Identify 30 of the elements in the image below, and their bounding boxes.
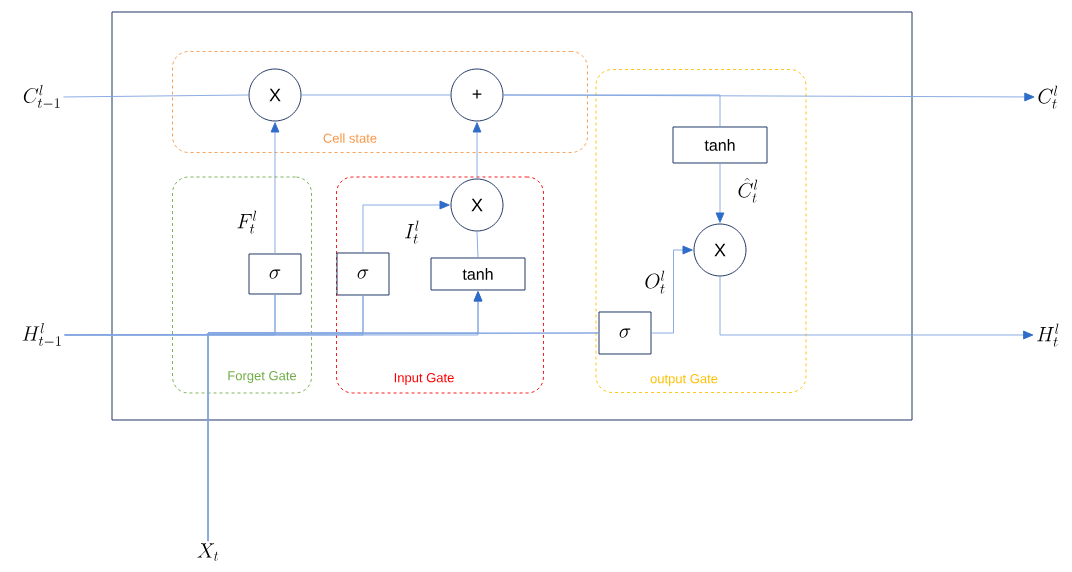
- add-node: +: [450, 68, 504, 122]
- sigmoid-box: $\sigma$: [598, 311, 652, 355]
- input-label: $H_{t-1}^{l}$: [22, 323, 61, 346]
- tanh-box: tanh: [430, 257, 526, 291]
- connector: [719, 276, 1034, 340]
- connector: [207, 332, 599, 542]
- connector: [301, 94, 451, 96]
- multiply-node: X: [450, 178, 504, 232]
- connector: [715, 163, 725, 223]
- connector: [270, 122, 280, 254]
- multiply-node: X: [248, 68, 302, 122]
- connector: [362, 200, 450, 253]
- edge-label: $F_{t}^{l}$: [235, 209, 259, 235]
- connector: [651, 245, 693, 334]
- output-label: $C_{t}^{l}$: [1038, 85, 1058, 109]
- edge-label: $\hat{C}_{t}^{l}$: [736, 176, 760, 204]
- cell-frame: [111, 11, 913, 421]
- input-label: $C_{t-1}^{l}$: [23, 85, 60, 108]
- multiply-node: X: [693, 223, 747, 277]
- connector: [503, 94, 721, 127]
- connector: [62, 94, 249, 98]
- connector: [476, 231, 479, 258]
- tanh-box: tanh: [672, 126, 768, 164]
- connector: [472, 122, 482, 179]
- edge-label: $O_{t}^{l}$: [643, 269, 667, 295]
- output-label: $H_{t}^{l}$: [1037, 323, 1059, 347]
- sigmoid-box: $\sigma$: [336, 252, 390, 296]
- edge-label: $I_{t}^{l}$: [403, 219, 421, 245]
- input-label: $X_{t}$: [197, 543, 219, 561]
- sigmoid-box: $\sigma$: [248, 253, 302, 295]
